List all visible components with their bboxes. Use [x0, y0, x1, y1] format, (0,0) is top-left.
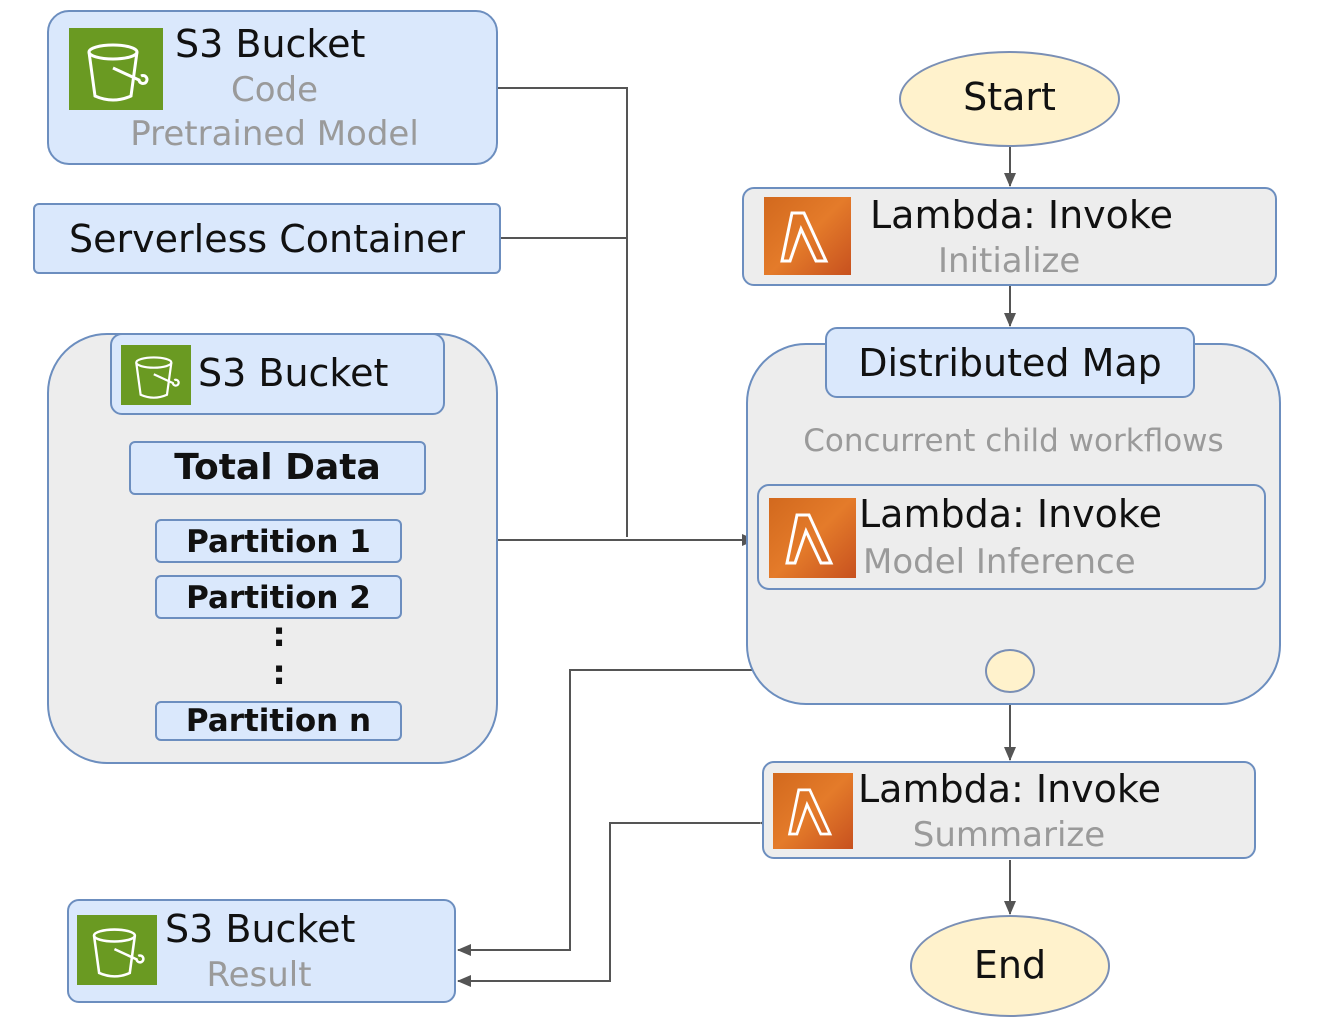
map-caption: Concurrent child workflows	[803, 423, 1224, 459]
initialize-subtitle: Initialize	[938, 241, 1081, 281]
total-data: Total Data	[129, 441, 426, 495]
end-node: End	[910, 915, 1110, 1017]
map-title: Distributed Map	[858, 341, 1162, 385]
lambda-summarize: Lambda: Invoke Summarize	[762, 761, 1256, 859]
partition-n: Partition n	[155, 701, 402, 741]
s3-result-subtitle: Result	[206, 955, 312, 995]
s3-result-bucket: S3 Bucket Result	[67, 899, 456, 1003]
s3-code-title: S3 Bucket	[175, 22, 366, 66]
s3-bucket-icon	[121, 345, 191, 405]
partition-2: Partition 2	[155, 575, 402, 619]
start-node: Start	[899, 51, 1120, 147]
connector-summarize-result	[457, 817, 773, 987]
lambda-icon	[764, 197, 851, 275]
s3-bucket-icon	[69, 28, 163, 110]
s3-data-bucket: S3 Bucket	[110, 333, 445, 415]
s3-code-bucket: S3 Bucket Code Pretrained Model	[47, 10, 498, 165]
lambda-initialize: Lambda: Invoke Initialize	[742, 187, 1277, 286]
start-label: Start	[963, 75, 1056, 119]
s3-data-title: S3 Bucket	[198, 351, 389, 395]
summarize-title: Lambda: Invoke	[858, 767, 1161, 811]
partition-ellipsis-1: :	[272, 615, 286, 655]
s3-bucket-icon	[77, 915, 157, 985]
partition-1-label: Partition 1	[186, 524, 371, 560]
s3-result-title: S3 Bucket	[165, 907, 356, 951]
join-node	[985, 649, 1035, 693]
initialize-title: Lambda: Invoke	[870, 193, 1173, 237]
summarize-subtitle: Summarize	[912, 815, 1106, 855]
s3-code-line2: Pretrained Model	[130, 114, 419, 154]
inference-subtitle: Model Inference	[863, 542, 1136, 582]
lambda-inference: Lambda: Invoke Model Inference	[757, 484, 1266, 590]
s3-code-line1: Code	[230, 70, 319, 110]
serverless-container-label: Serverless Container	[69, 217, 465, 261]
distributed-map-header: Distributed Map	[825, 327, 1195, 398]
end-label: End	[973, 943, 1047, 987]
partition-2-label: Partition 2	[186, 580, 371, 616]
partition-ellipsis-2: :	[272, 653, 286, 693]
s3-data-group: S3 Bucket Total Data Partition 1 Partiti…	[47, 333, 498, 764]
total-data-label: Total Data	[174, 447, 381, 488]
connector-s3code	[498, 87, 628, 537]
serverless-container: Serverless Container	[33, 203, 501, 274]
inference-title: Lambda: Invoke	[859, 492, 1162, 536]
lambda-icon	[773, 773, 853, 849]
lambda-icon	[769, 498, 856, 578]
partition-n-label: Partition n	[185, 703, 372, 739]
partition-1: Partition 1	[155, 519, 402, 563]
